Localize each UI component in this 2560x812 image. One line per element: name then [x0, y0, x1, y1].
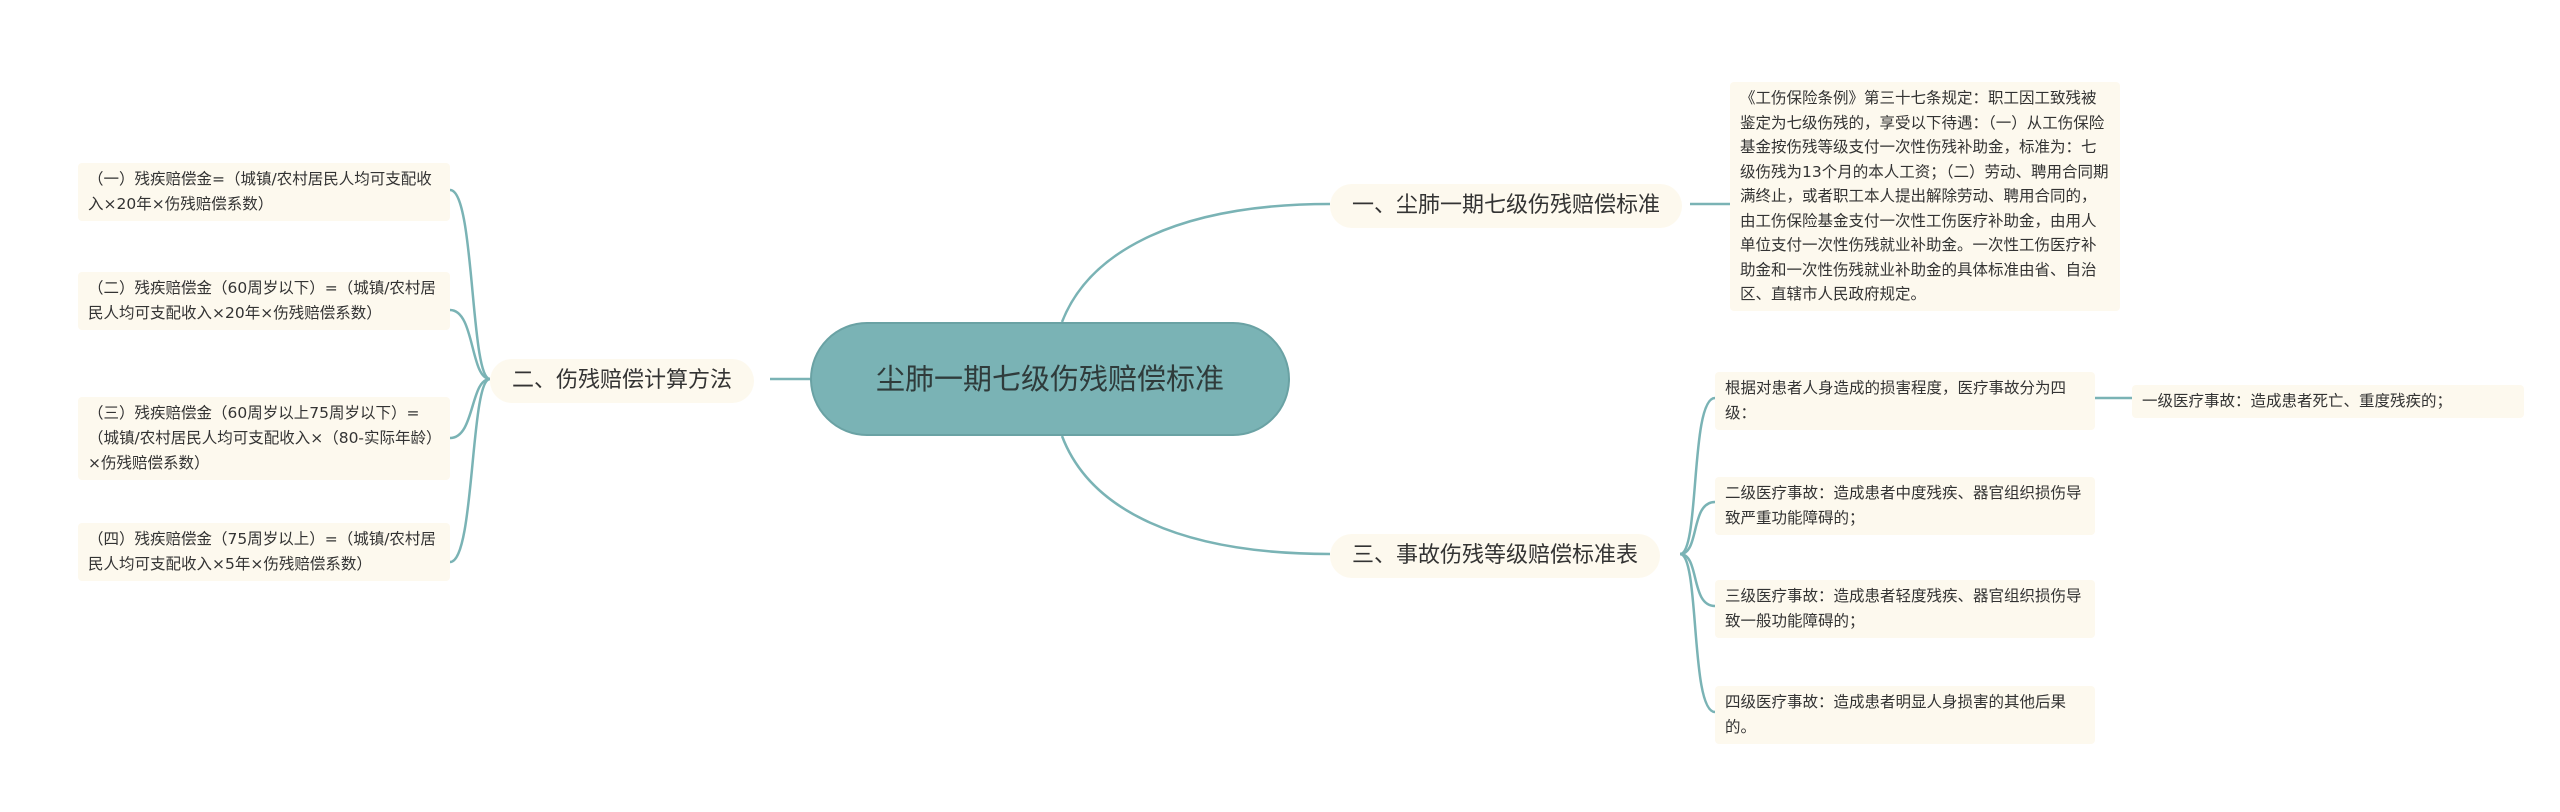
branch-standard-label: 一、尘肺一期七级伤残赔偿标准 — [1352, 193, 1661, 218]
calc-item-2: （二）残疾赔偿金（60周岁以下）=（城镇/农村居民人均可支配收入×20年×伤残赔… — [78, 272, 450, 330]
calc-item-1: （一）残疾赔偿金=（城镇/农村居民人均可支配收入×20年×伤残赔偿系数） — [78, 163, 450, 221]
grade-item-level2: 二级医疗事故：造成患者中度残疾、器官组织损伤导致严重功能障碍的； — [1715, 477, 2095, 535]
link-b3-leaf2 — [1679, 500, 1716, 556]
grade-item-intro-text: 根据对患者人身造成的损害程度，医疗事故分为四级： — [1725, 379, 2067, 422]
grade-item-intro: 根据对患者人身造成的损害程度，医疗事故分为四级： — [1715, 372, 2095, 430]
grade-item-level3: 三级医疗事故：造成患者轻度残疾、器官组织损伤导致一般功能障碍的； — [1715, 580, 2095, 638]
link-b3-leaf3 — [1679, 552, 1716, 608]
calc-item-1-text: （一）残疾赔偿金=（城镇/农村居民人均可支配收入×20年×伤残赔偿系数） — [88, 170, 432, 213]
grade-item-level1-text: 一级医疗事故：造成患者死亡、重度残疾的； — [2142, 392, 2453, 410]
branch-standard-detail: 《工伤保险条例》第三十七条规定：职工因工致残被鉴定为七级伤残的，享受以下待遇：（… — [1730, 82, 2120, 311]
branch-standard[interactable]: 一、尘肺一期七级伤残赔偿标准 — [1330, 184, 1683, 228]
link-b2-leaf1 — [449, 188, 491, 381]
link-root-b3 — [1060, 435, 1331, 556]
branch-calc-method[interactable]: 二、伤残赔偿计算方法 — [490, 359, 755, 403]
calc-item-3-text: （三）残疾赔偿金（60周岁以上75周岁以下）=（城镇/农村居民人均可支配收入×（… — [88, 404, 434, 472]
link-root-b1 — [1060, 202, 1331, 323]
link-b2-leaf3 — [449, 377, 491, 440]
detail-text: 《工伤保险条例》第三十七条规定：职工因工致残被鉴定为七级伤残的，享受以下待遇：（… — [1740, 89, 2109, 303]
branch-grade-table[interactable]: 三、事故伤残等级赔偿标准表 — [1330, 534, 1661, 578]
calc-item-4: （四）残疾赔偿金（75周岁以上）=（城镇/农村居民人均可支配收入×5年×伤残赔偿… — [78, 523, 450, 581]
branch-calc-method-label: 二、伤残赔偿计算方法 — [512, 368, 733, 393]
grade-item-level1: 一级医疗事故：造成患者死亡、重度残疾的； — [2132, 385, 2524, 418]
link-b2-leaf4 — [449, 377, 491, 564]
link-b3-leaf1 — [1679, 396, 1716, 556]
calc-item-2-text: （二）残疾赔偿金（60周岁以下）=（城镇/农村居民人均可支配收入×20年×伤残赔… — [88, 279, 436, 322]
link-b3-leaf4 — [1679, 552, 1716, 714]
branch-grade-table-label: 三、事故伤残等级赔偿标准表 — [1352, 543, 1639, 568]
calc-item-4-text: （四）残疾赔偿金（75周岁以上）=（城镇/农村居民人均可支配收入×5年×伤残赔偿… — [88, 530, 436, 573]
link-b2-leaf2 — [449, 308, 491, 381]
root-title: 尘肺一期七级伤残赔偿标准 — [875, 362, 1224, 396]
calc-item-3: （三）残疾赔偿金（60周岁以上75周岁以下）=（城镇/农村居民人均可支配收入×（… — [78, 397, 450, 480]
grade-item-level3-text: 三级医疗事故：造成患者轻度残疾、器官组织损伤导致一般功能障碍的； — [1725, 587, 2082, 630]
root-node[interactable]: 尘肺一期七级伤残赔偿标准 — [810, 322, 1290, 436]
grade-item-level2-text: 二级医疗事故：造成患者中度残疾、器官组织损伤导致严重功能障碍的； — [1725, 484, 2082, 527]
grade-item-level4-text: 四级医疗事故：造成患者明显人身损害的其他后果的。 — [1725, 693, 2067, 736]
grade-item-level4: 四级医疗事故：造成患者明显人身损害的其他后果的。 — [1715, 686, 2095, 744]
